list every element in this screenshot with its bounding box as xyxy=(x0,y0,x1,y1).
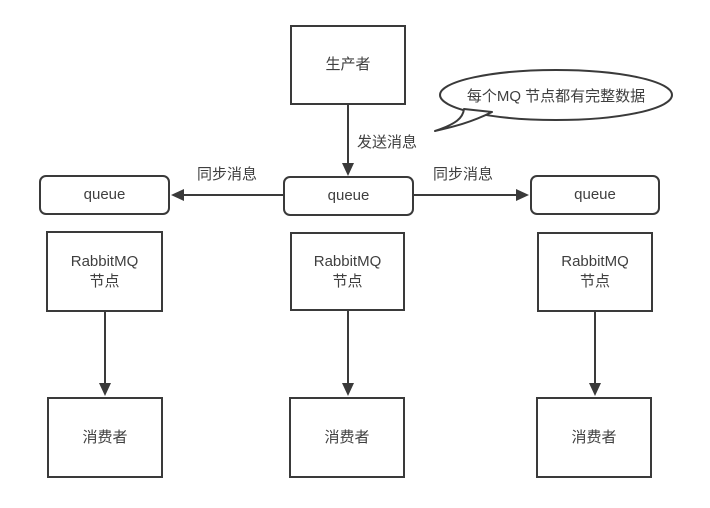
consumer-label-center: 消费者 xyxy=(324,428,370,446)
queue-label-left: queue xyxy=(83,186,126,203)
consumer-box-center: 消费者 xyxy=(289,397,405,478)
queue-box-right: queue xyxy=(530,175,660,215)
consumer-label-right: 消费者 xyxy=(571,428,617,446)
node-consumer-arrow-left xyxy=(99,312,111,396)
node-consumer-arrow-center xyxy=(342,311,354,396)
rabbitmq-node-box-right: RabbitMQ 节点 xyxy=(537,232,653,312)
producer-box: 生产者 xyxy=(290,25,406,105)
producer-label: 生产者 xyxy=(325,56,371,73)
node-label-line1: RabbitMQ xyxy=(561,253,629,270)
consumer-box-left: 消费者 xyxy=(47,397,163,478)
speech-bubble-text: 每个MQ 节点都有完整数据 xyxy=(466,87,646,105)
queue-label-center: queue xyxy=(327,187,370,204)
queue-box-center: queue xyxy=(283,176,414,216)
node-label-line2: 节点 xyxy=(579,273,610,290)
queue-label-right: queue xyxy=(574,186,616,203)
node-label-line2: 节点 xyxy=(89,272,120,290)
sync-message-label-right: 同步消息 xyxy=(433,166,494,183)
rabbitmq-node-box-left: RabbitMQ 节点 xyxy=(46,231,163,312)
queue-box-left: queue xyxy=(39,175,170,215)
sync-message-arrow-right xyxy=(414,189,529,201)
send-message-label: 发送消息 xyxy=(357,134,418,151)
consumer-label-left: 消费者 xyxy=(82,428,128,446)
node-label-line1: RabbitMQ xyxy=(70,252,139,270)
consumer-box-right: 消费者 xyxy=(536,397,652,478)
sync-message-label-left: 同步消息 xyxy=(197,166,258,183)
speech-bubble-shape xyxy=(434,69,673,132)
sync-message-arrow-left xyxy=(171,189,283,201)
node-label-line2: 节点 xyxy=(332,272,363,290)
node-label-line1: RabbitMQ xyxy=(313,252,382,270)
rabbitmq-node-box-center: RabbitMQ 节点 xyxy=(290,232,405,311)
node-consumer-arrow-right xyxy=(589,312,601,396)
send-message-arrow xyxy=(342,105,354,176)
